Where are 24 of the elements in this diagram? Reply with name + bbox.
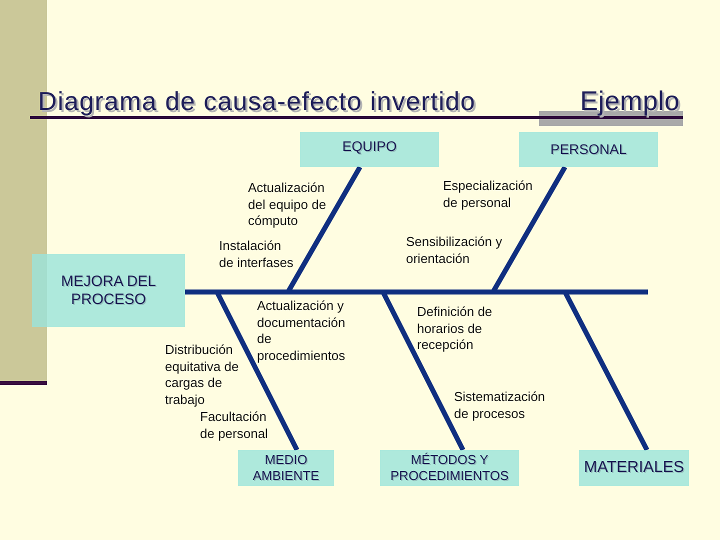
category-box	[238, 450, 334, 486]
cause-label: Definición de horarios de recepción	[417, 304, 494, 354]
cause-label: Distribución equitativa de cargas de trabajo	[165, 342, 240, 409]
category-label: EQUIPO	[342, 138, 397, 155]
category-box	[380, 450, 519, 486]
cause-label: Actualización del equipo de cómputo	[248, 180, 328, 230]
title: Diagrama de causa-efecto invertido	[38, 86, 476, 116]
category-box	[300, 132, 439, 167]
category-label: MÉTODOS Y PROCEDIMIENTOS	[389, 452, 510, 484]
category-box	[519, 132, 658, 167]
cause-label: Facultación de personal	[200, 409, 269, 442]
effect-box	[32, 254, 185, 327]
cause-label: Actualización y documentación de procedimientos	[257, 298, 346, 365]
category-label: MATERIALES	[584, 458, 684, 478]
example-heading: Ejemplo	[580, 85, 680, 117]
cause-label: Especialización de personal	[443, 178, 534, 212]
cause-label: Sensibilización y orientación	[406, 234, 504, 268]
category-label: MEDIO AMBIENTE	[252, 452, 320, 484]
category-label: PERSONAL	[550, 141, 627, 158]
category-box	[579, 450, 689, 486]
cause-label: Instalación de interfases	[219, 238, 294, 272]
cause-label: Sistematización de procesos	[454, 389, 546, 422]
fishbone-spine	[185, 290, 648, 294]
effect-label: MEJORA DEL PROCESO	[60, 272, 158, 308]
